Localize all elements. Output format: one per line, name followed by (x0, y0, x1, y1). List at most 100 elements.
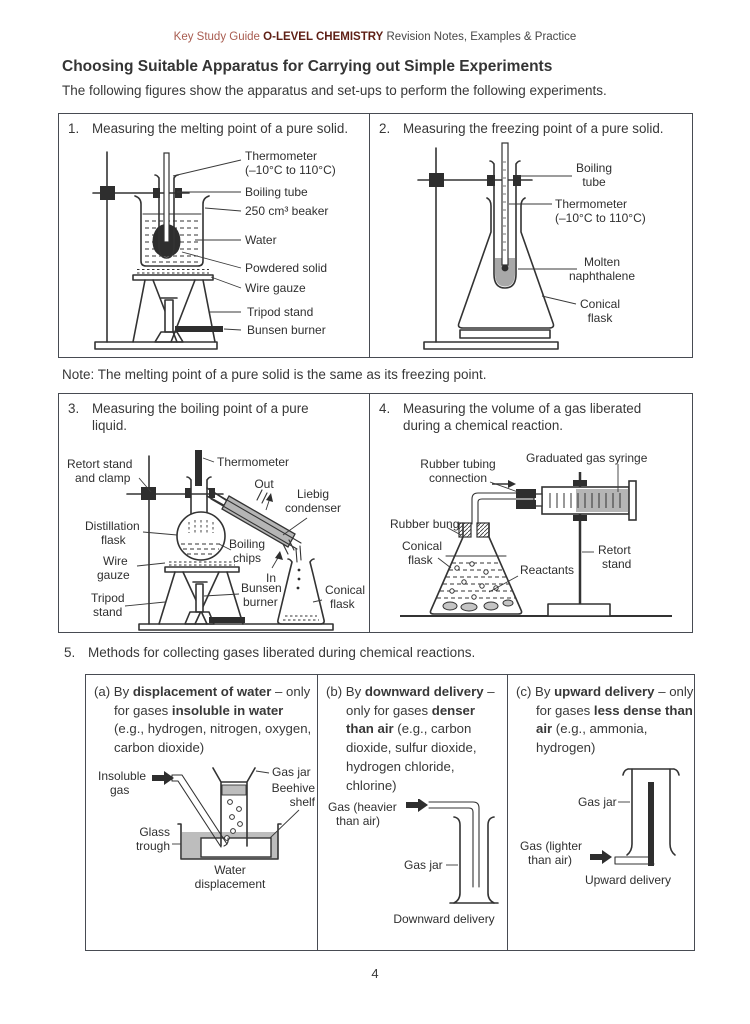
condenser-jacket-shape (221, 495, 296, 548)
label-boiling-tube: Boiling tube (245, 185, 308, 199)
label-water: Water (245, 233, 277, 247)
beehive-shelf-shape (200, 837, 272, 858)
figure-1-title: 1. Measuring the melting point of a pure… (59, 114, 369, 138)
label-insoluble-2: gas (110, 783, 129, 797)
label-in: In (266, 571, 276, 585)
label-thermometer: Thermometer (245, 149, 317, 163)
label-gas-heavier-1: Gas (heavier (328, 800, 397, 814)
label-boiling-tube-1: Boiling (576, 161, 612, 175)
section-5-heading: 5. Methods for collecting gases liberate… (64, 645, 475, 660)
label-trough-2: trough (136, 839, 170, 853)
method-b-tag: (b) By (326, 684, 365, 699)
figure-1-caption: Measuring the melting point of a pure so… (92, 121, 349, 136)
label-tripod-stand: Tripod stand (247, 305, 313, 319)
label-retort-2: and clamp (75, 471, 131, 485)
gas-volume-diagram: Rubber tubing connection Graduated gas s… (390, 451, 672, 617)
label-powdered-solid: Powdered solid (245, 261, 327, 275)
label-shelf-2: shelf (290, 795, 316, 809)
figure-3-box: 3. Measuring the boiling point of a pure… (58, 393, 370, 633)
label-thermometer-range: (–10°C to 110°C) (555, 211, 646, 225)
label-liebig-1: Liebig (297, 487, 329, 501)
molten-naphthalene-shape (495, 258, 515, 287)
label-thermometer: Thermometer (217, 455, 289, 469)
rubber-bung-shape (458, 522, 472, 538)
header-series: O-LEVEL CHEMISTRY (263, 31, 384, 43)
figure-1-number: 1. (68, 121, 80, 136)
method-c-bold2: less dense than air (536, 702, 693, 737)
label-molten-1: Molten (584, 255, 620, 269)
figure-1-box: 1. Measuring the melting point of a pure… (58, 113, 370, 358)
label-conical-2: flask (408, 553, 434, 567)
label-beaker: 250 cm³ beaker (245, 204, 328, 218)
method-c-column: (c) By upward delivery – only for gases … (507, 675, 701, 950)
label-retort-1: Retort stand (67, 457, 132, 471)
label-tubing-2: connection (429, 471, 487, 485)
label-gas-lighter-1: Gas (lighter (520, 839, 582, 853)
method-a-rest: (e.g., hydrogen, nitrogen, oxygen, carbo… (114, 721, 312, 756)
label-wire-gauze: Wire gauze (245, 281, 306, 295)
figure-4-title: 4. Measuring the volume of a gas liberat… (370, 394, 692, 435)
figure-2-number: 2. (379, 121, 391, 136)
method-c-mid: – only for gases (536, 684, 694, 718)
figure-3-title: 3. Measuring the boiling point of a pure… (59, 394, 369, 435)
downward-delivery-diagram: Gas (heavier than air) Gas jar Downward … (328, 799, 499, 926)
label-bunsen-burner: Bunsen burner (247, 323, 326, 337)
note-text: Note: The melting point of a pure solid … (62, 367, 487, 382)
method-b-column: (b) By downward delivery – only for gase… (317, 675, 507, 950)
label-gauze-1: Wire (103, 554, 128, 568)
method-a-column: (a) By displacement of water – only for … (86, 675, 317, 950)
label-syringe: Graduated gas syringe (526, 451, 648, 465)
method-a-tag: (a) By (94, 684, 133, 699)
method-c-bold1: upward delivery (554, 684, 655, 699)
label-retort-1: Retort (598, 543, 631, 557)
figure-2-box: 2. Measuring the freezing point of a pur… (370, 113, 693, 358)
figure-4-number: 4. (379, 401, 391, 416)
gas-collection-box: (a) By displacement of water – only for … (85, 674, 695, 951)
label-reactants: Reactants (520, 563, 574, 577)
label-gas-lighter-2: than air) (528, 853, 572, 867)
label-thermometer: Thermometer (555, 197, 627, 211)
figure-3-number: 3. (68, 401, 80, 416)
label-gauze-2: gauze (97, 568, 130, 582)
caption-water-1: Water (214, 863, 246, 877)
caption-water-2: displacement (195, 877, 266, 891)
header-tagline: Revision Notes, Examples & Practice (386, 31, 577, 43)
method-c-text: (c) By upward delivery – only for gases … (516, 683, 696, 758)
thermometer-shape (163, 152, 170, 243)
section-5-number: 5. (64, 645, 76, 660)
label-thermometer-range: (–10°C to 110°C) (245, 163, 336, 177)
header-brand: Key Study Guide (173, 31, 260, 43)
method-b-bold1: downward delivery (364, 684, 484, 699)
label-conical-1: Conical (402, 539, 442, 553)
delivery-tube-shape (648, 781, 654, 866)
syringe-plunger (576, 489, 629, 512)
label-bung: Rubber bung (390, 517, 459, 531)
label-shelf-1: Beehive (272, 781, 316, 795)
label-chips-2: chips (233, 551, 261, 565)
figure-row-2: 3. Measuring the boiling point of a pure… (58, 393, 693, 633)
label-gas-jar: Gas jar (404, 858, 443, 872)
label-conical-1: Conical (325, 583, 365, 597)
label-conical-2: flask (330, 597, 356, 611)
freezing-point-diagram: Boiling tube Thermometer (–10°C to 110°C… (417, 142, 646, 350)
figure-3-caption: Measuring the boiling point of a pure li… (92, 401, 309, 433)
figure-4-caption: Measuring the volume of a gas liberated … (403, 401, 642, 433)
method-c-rest: (e.g., ammonia, hydrogen) (536, 721, 648, 756)
method-b-bold2: denser than air (346, 702, 476, 737)
label-molten-2: naphthalene (569, 269, 635, 283)
water-displacement-diagram: Insoluble gas Gas jar Beehive shelf Glas… (98, 765, 316, 891)
method-a-mid: – only for gases (114, 684, 311, 718)
label-out: Out (254, 477, 274, 491)
section-5-text: Methods for collecting gases liberated d… (88, 645, 476, 660)
label-liebig-2: condenser (285, 501, 341, 515)
page-number: 4 (371, 966, 379, 981)
figure-2-title: 2. Measuring the freezing point of a pur… (370, 114, 692, 138)
method-b-text: (b) By downward delivery – only for gase… (326, 683, 502, 795)
label-trough-1: Glass (139, 825, 170, 839)
label-bunsen-2: burner (243, 595, 278, 609)
figure-2-caption: Measuring the freezing point of a pure s… (403, 121, 664, 136)
page-header: Key Study Guide O-LEVEL CHEMISTRY Revisi… (0, 31, 750, 43)
label-gas-jar: Gas jar (578, 795, 617, 809)
figure-row-1: 1. Measuring the melting point of a pure… (58, 113, 693, 358)
label-tubing-1: Rubber tubing (420, 457, 495, 471)
